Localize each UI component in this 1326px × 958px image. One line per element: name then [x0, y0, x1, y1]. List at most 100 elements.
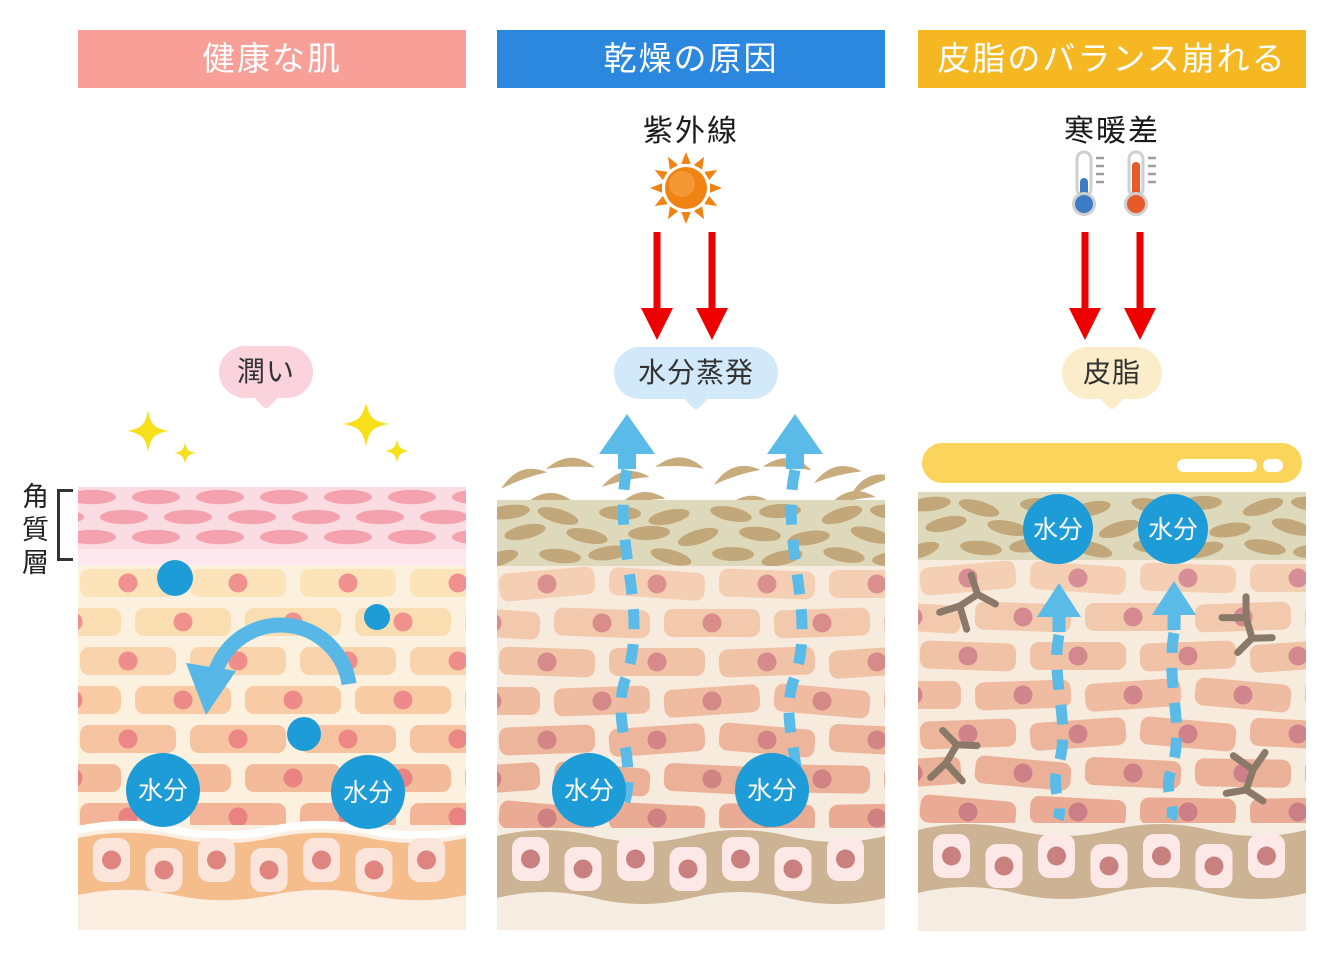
circle-shape: [1288, 568, 1306, 588]
thermometer-icons: [1072, 150, 1156, 216]
ellipse-shape: [356, 509, 404, 525]
circle-shape: [1152, 846, 1171, 866]
circle-shape: [1178, 646, 1198, 666]
circle-shape: [228, 573, 248, 593]
ellipse-shape: [1098, 519, 1140, 539]
ellipse-shape: [132, 489, 180, 505]
circle-shape: [1288, 646, 1306, 666]
ellipse-shape: [918, 541, 940, 561]
circle-shape: [647, 652, 667, 672]
path-shape: [1218, 593, 1276, 656]
red-down-arrow-icon: [1124, 232, 1156, 340]
sebum-layer-bar: [922, 443, 1302, 483]
sun-ray: [704, 195, 718, 206]
circle-shape: [757, 652, 777, 672]
moisture-circle-label: 水分: [564, 777, 614, 805]
moisture-circle-label: 水分: [138, 777, 188, 805]
ellipse-shape: [739, 526, 781, 542]
circle-shape: [228, 807, 248, 827]
damaged-fiber-icons: [927, 571, 1276, 805]
ellipse-shape: [78, 512, 84, 522]
moisture-circle-label: 水分: [1148, 516, 1198, 544]
basal-cells: [93, 838, 445, 892]
sun-ray: [693, 206, 704, 220]
rect-shape: [1132, 162, 1140, 200]
circle-shape: [1288, 724, 1306, 744]
circle-shape: [118, 573, 138, 593]
rect-shape: [497, 687, 540, 715]
ellipse-shape: [872, 551, 885, 567]
moisture-escape-path: [615, 468, 640, 810]
circle-shape: [1178, 802, 1198, 822]
circle-shape: [448, 807, 466, 827]
circle-shape: [1072, 192, 1096, 216]
circle-shape: [1099, 856, 1119, 876]
sebum-imbalance-skin-illustration: 水分 水分: [918, 443, 1306, 931]
sparkle-icon: [385, 439, 409, 463]
blue-up-arrow-icon: [1037, 583, 1081, 632]
circle-shape: [393, 612, 413, 632]
circle-shape: [626, 849, 645, 869]
ellipse-shape: [566, 528, 608, 544]
thermometer-hot-icon: [1124, 150, 1156, 216]
ellipse-shape: [628, 525, 670, 541]
circle-shape: [647, 574, 667, 594]
circle-shape: [118, 729, 138, 749]
circle-shape: [958, 802, 978, 822]
moisture-circle-label: 水分: [343, 779, 393, 807]
sebum-bubble: 皮脂: [1062, 347, 1162, 399]
water-droplet: [364, 604, 390, 630]
circle-shape: [1068, 568, 1088, 588]
temperature-arrows: [1069, 232, 1156, 340]
ellipse-shape: [324, 489, 372, 505]
ellipse-shape: [324, 529, 372, 545]
uv-arrows: [641, 232, 728, 340]
circle-shape: [867, 652, 885, 672]
rect-shape: [78, 608, 121, 636]
temperature-gap-label: 寒暖差: [1064, 115, 1160, 148]
healthy-skin-illustration: 水分 水分: [78, 487, 466, 930]
circle-shape: [417, 850, 436, 870]
ellipse-shape: [987, 520, 1029, 536]
ellipse-shape: [196, 529, 244, 545]
circle-shape: [448, 651, 466, 671]
circle-shape: [1124, 192, 1148, 216]
circle-shape: [867, 574, 885, 594]
moisture-circle-label: 水分: [747, 777, 797, 805]
red-down-arrow-icon: [1069, 232, 1101, 340]
ellipse-shape: [292, 509, 340, 525]
moisture-circle-label: 水分: [1033, 516, 1083, 544]
ellipse-shape: [710, 506, 752, 522]
panel3-title: 皮脂のバランス崩れる: [918, 30, 1306, 88]
ellipse-shape: [1271, 518, 1306, 536]
circle-shape: [1068, 724, 1088, 744]
sparkle-icons: [127, 405, 409, 464]
circle-shape: [364, 860, 384, 880]
ellipse-shape: [650, 548, 692, 566]
path-shape: [78, 820, 466, 840]
path-shape: [545, 457, 595, 469]
moisture-circle: [331, 755, 405, 829]
corneum-cells: [78, 489, 466, 545]
ellipse-shape: [1293, 543, 1306, 559]
circle-shape: [1257, 846, 1276, 866]
moisture-escape-path: [1049, 633, 1069, 822]
rect-shape: [78, 686, 121, 714]
sparkle-icon: [343, 405, 389, 447]
circle-shape: [573, 859, 593, 879]
circle-shape: [1068, 646, 1088, 666]
circle-shape: [1123, 763, 1143, 783]
rect-shape: [465, 690, 466, 710]
circle-shape: [918, 608, 923, 626]
rect-shape: [497, 606, 541, 640]
ellipse-shape: [823, 547, 865, 563]
moisture-circle: [126, 753, 200, 827]
circle-shape: [173, 690, 193, 710]
sun-ray: [654, 170, 668, 181]
circle-shape: [812, 769, 832, 789]
ellipse-shape: [918, 496, 951, 512]
circle-shape: [958, 646, 978, 666]
ellipse-shape: [1209, 522, 1251, 538]
path-shape: [850, 474, 885, 497]
